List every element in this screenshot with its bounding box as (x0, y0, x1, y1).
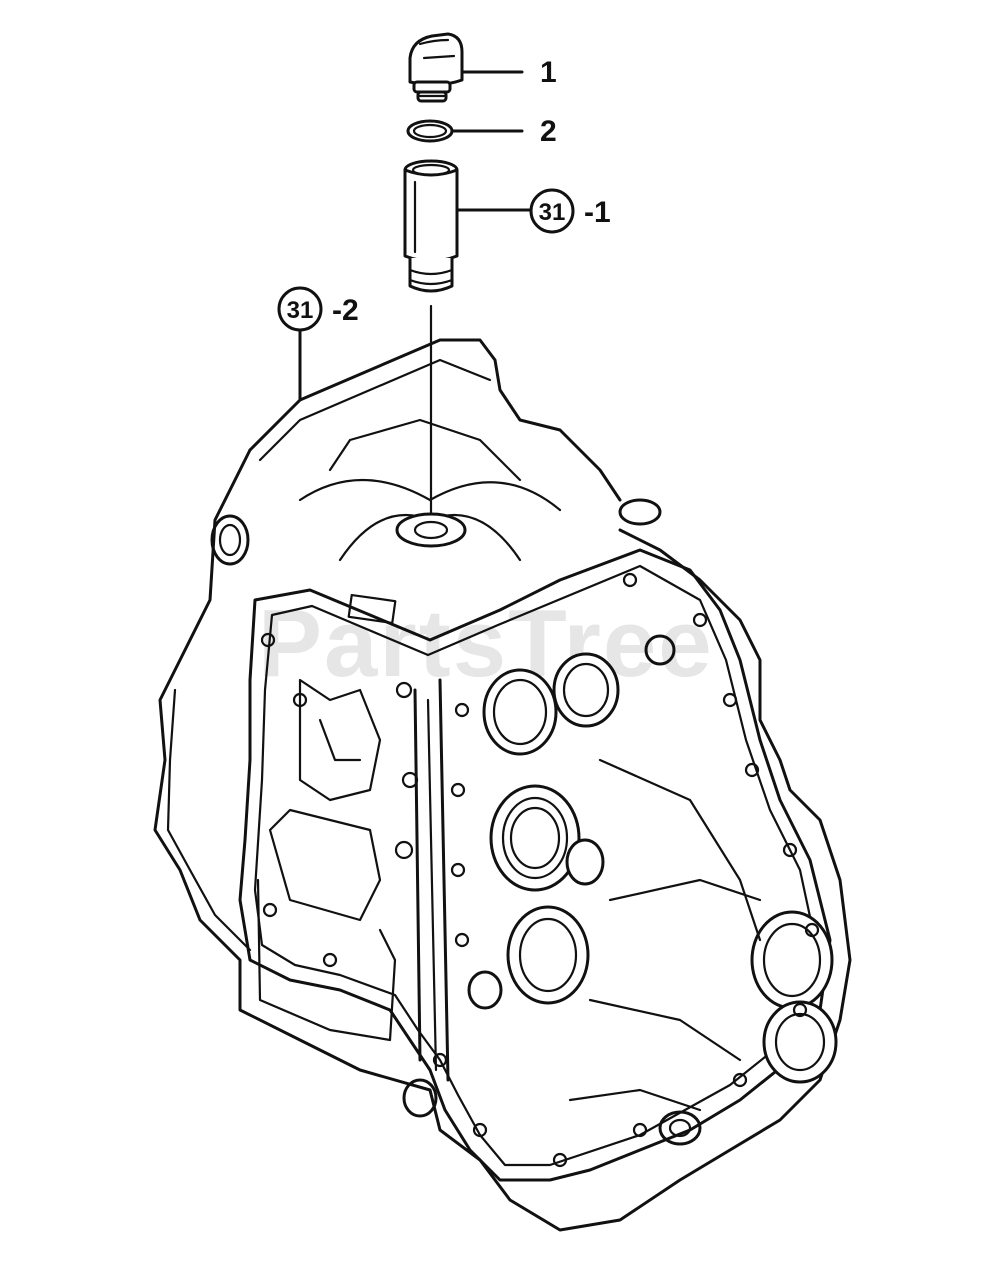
callout-31-1[interactable]: 31 -1 (529, 188, 611, 234)
bearing-bore-upper (482, 652, 620, 756)
callout-31-1-number: 31 (539, 199, 566, 226)
bearing-bore-middle (489, 784, 605, 892)
callout-2-label[interactable]: 2 (540, 115, 557, 148)
watermark: PartsTree (258, 590, 714, 697)
callout-1-label[interactable]: 1 (540, 56, 557, 89)
oil-filler-cap-icon[interactable] (408, 32, 464, 103)
transmission-case-icon[interactable] (153, 338, 852, 1232)
callout-31-2[interactable]: 31 -2 (277, 286, 359, 332)
flange-bolt-holes (260, 572, 820, 1168)
o-ring-icon[interactable] (406, 119, 454, 143)
callout-31-1-suffix: -1 (584, 196, 611, 229)
bearing-bore-lower (467, 905, 590, 1010)
filler-tube-icon[interactable] (403, 159, 459, 293)
callout-31-2-suffix: -2 (332, 294, 359, 327)
callout-31-2-number: 31 (287, 297, 314, 324)
